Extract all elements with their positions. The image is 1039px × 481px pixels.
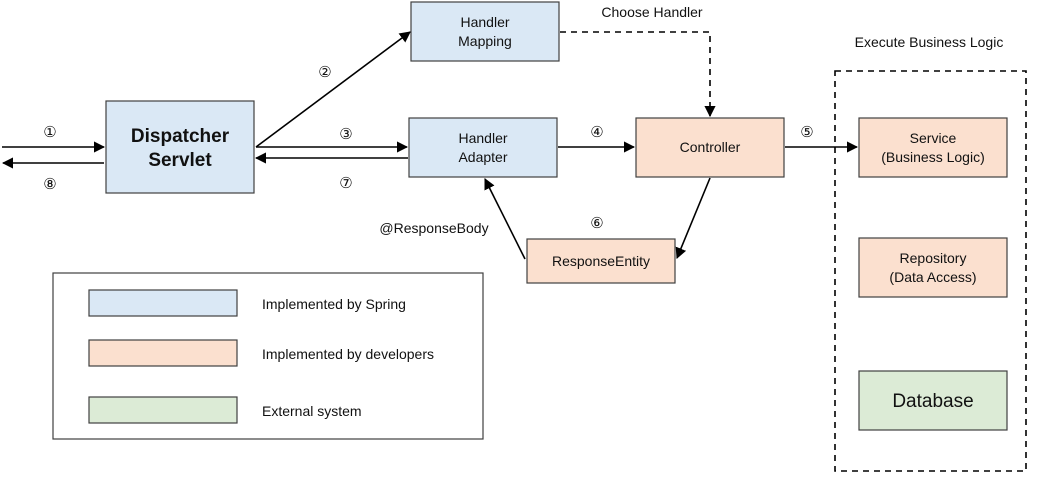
step-3-label: ③ [339,126,352,143]
step-6-label: ⑥ [590,215,603,232]
legend-label-developers: Implemented by developers [262,346,434,362]
legend-swatch-spring [88,289,238,317]
service-box [858,117,1008,178]
edge-choose-handler [560,31,716,118]
dispatcher-servlet-label-line1: Dispatcher [131,126,230,147]
step-2-label: ② [318,64,331,81]
business-logic-container [834,70,1027,472]
handler-mapping-label-line2: Mapping [458,33,512,49]
controller-label: Controller [680,139,741,155]
legend-swatch-developers [88,339,238,367]
database-label: Database [892,391,973,412]
step-1-label: ① [43,124,56,141]
legend-label-external: External system [262,403,362,419]
edge-response-entity-to-adapter [484,177,526,260]
repository-label-line1: Repository [900,250,967,266]
legend-swatch-external [88,396,238,424]
step-4-label: ④ [590,124,603,141]
handler-adapter-label-line1: Handler [458,130,507,146]
service-label-line1: Service [910,130,957,146]
step-8-label: ⑧ [43,176,56,193]
response-entity-box [526,238,676,284]
service-label-line2: (Business Logic) [881,149,985,165]
choose-handler-label: Choose Handler [601,4,703,20]
response-entity-label: ResponseEntity [552,253,650,269]
step-5-label: ⑤ [800,124,813,141]
edge-dispatcher-to-mapping [255,31,411,148]
response-body-label: @ResponseBody [379,220,488,236]
handler-adapter-box [408,117,558,178]
dispatcher-servlet-label-line2: Servlet [148,150,212,171]
dispatcher-servlet-box [105,100,255,194]
execute-business-logic-label: Execute Business Logic [855,34,1004,50]
repository-box [858,237,1008,298]
handler-mapping-label-line1: Handler [460,14,509,30]
edge-controller-to-response-entity [675,177,711,260]
database-box [858,370,1008,431]
legend-label-spring: Implemented by Spring [262,296,406,312]
handler-mapping-box [410,1,560,62]
handler-adapter-label-line2: Adapter [458,149,507,165]
repository-label-line2: (Data Access) [889,269,976,285]
step-7-label: ⑦ [339,175,352,192]
controller-box [635,117,785,178]
